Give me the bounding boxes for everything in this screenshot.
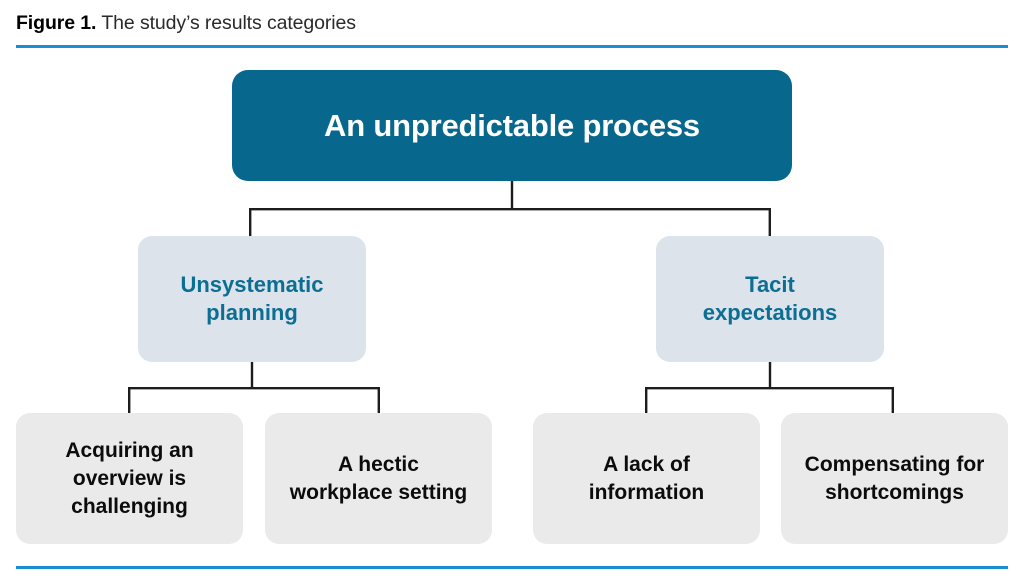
node-root-label: An unpredictable process: [324, 107, 700, 143]
node-leaf-1-label: Acquiring an overview is challenging: [65, 438, 194, 518]
node-branch-tacit-expectations[interactable]: Tacit expectations: [656, 236, 884, 362]
figure-caption-text: The study’s results categories: [101, 12, 356, 34]
node-branch-unsystematic-planning[interactable]: Unsystematic planning: [138, 236, 366, 362]
node-branch-1-label: Unsystematic planning: [180, 272, 324, 325]
bottom-divider-rule: [16, 566, 1008, 569]
figure-caption-label: Figure 1.: [16, 12, 97, 34]
node-branch-2-label: Tacit expectations: [702, 272, 838, 325]
node-leaf-a-hectic-workplace-setting[interactable]: A hectic workplace setting: [265, 413, 492, 544]
node-leaf-compensating-for-shortcomings[interactable]: Compensating for shortcomings: [781, 413, 1008, 544]
node-leaf-3-label: A lack of information: [588, 452, 705, 504]
top-divider-rule: [16, 45, 1008, 48]
node-root[interactable]: An unpredictable process: [232, 70, 792, 181]
node-leaf-a-lack-of-information[interactable]: A lack of information: [533, 413, 760, 544]
figure-caption: Figure 1. The study’s results categories: [16, 10, 356, 36]
node-leaf-acquiring-an-overview-is-challenging[interactable]: Acquiring an overview is challenging: [16, 413, 243, 544]
node-leaf-4-label: Compensating for shortcomings: [804, 452, 985, 504]
node-leaf-2-label: A hectic workplace setting: [289, 452, 468, 504]
